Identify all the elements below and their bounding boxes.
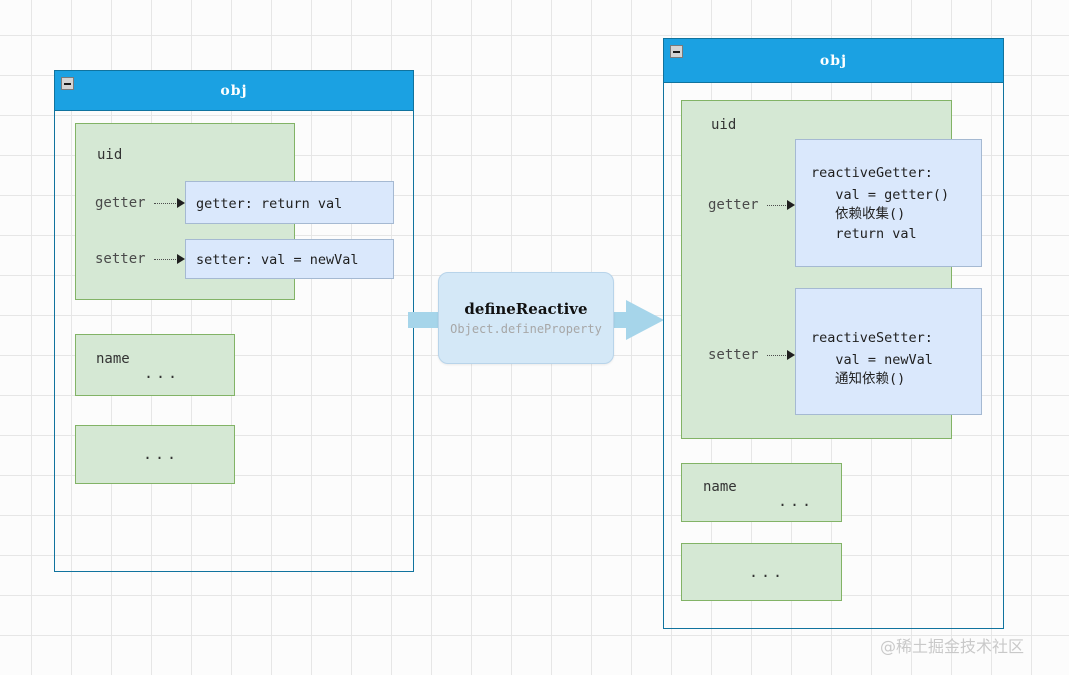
- left-getter-box: [185, 181, 394, 224]
- left-uid-label: uid: [97, 147, 123, 163]
- reactive-getter-line3: 依赖收集(): [835, 206, 906, 222]
- watermark: @稀土掘金技术社区: [880, 637, 1025, 656]
- left-setter-connector: [154, 259, 178, 260]
- right-name-box: [681, 463, 842, 522]
- left-setter-label: setter: [95, 251, 146, 267]
- minus-icon[interactable]: [61, 77, 74, 90]
- right-setter-arrowhead: [787, 350, 795, 360]
- right-panel-header: obj: [664, 39, 1003, 83]
- reactive-getter-line2: val = getter(): [811, 187, 950, 203]
- reactive-setter-line3: 通知依赖(): [835, 371, 906, 387]
- left-panel-title: obj: [220, 82, 248, 99]
- left-name-dots: ...: [144, 364, 181, 382]
- right-getter-label: getter: [708, 197, 759, 213]
- left-setter-box: [185, 239, 394, 279]
- right-obj-panel: obj: [663, 38, 1004, 629]
- left-getter-arrowhead: [177, 198, 185, 208]
- right-ellipsis-box: [681, 543, 842, 601]
- right-getter-connector: [767, 205, 788, 206]
- right-ellipsis-dots: ...: [749, 563, 786, 581]
- reactive-setter-line1: reactiveSetter:: [811, 330, 933, 346]
- right-panel-title: obj: [819, 52, 848, 69]
- right-getter-arrowhead: [787, 200, 795, 210]
- right-setter-connector: [767, 355, 788, 356]
- left-name-box: [75, 334, 235, 396]
- define-reactive-subtitle: Object.defineProperty: [450, 322, 602, 336]
- right-uid-label: uid: [711, 117, 737, 133]
- reactive-getter-line1: reactiveGetter:: [811, 165, 933, 181]
- right-name-label: name: [703, 479, 737, 495]
- left-ellipsis-box: [75, 425, 235, 484]
- left-obj-panel: obj: [54, 70, 414, 572]
- left-setter-arrowhead: [177, 254, 185, 264]
- left-setter-code: setter: val = newVal: [196, 252, 359, 268]
- left-getter-code: getter: return val: [196, 196, 343, 212]
- right-name-dots: ...: [778, 492, 815, 510]
- define-reactive-title: defineReactive: [464, 300, 588, 318]
- left-ellipsis-dots: ...: [143, 445, 180, 463]
- left-name-label: name: [96, 351, 130, 367]
- minus-icon[interactable]: [670, 45, 683, 58]
- reactive-getter-box: [795, 139, 982, 267]
- define-reactive-card: defineReactive Object.defineProperty: [438, 272, 614, 364]
- left-getter-label: getter: [95, 195, 146, 211]
- left-panel-header: obj: [55, 71, 413, 111]
- right-setter-label: setter: [708, 347, 759, 363]
- left-getter-connector: [154, 203, 178, 204]
- reactive-setter-box: [795, 288, 982, 415]
- reactive-setter-line2: val = newVal: [811, 352, 933, 368]
- reactive-getter-line4: return val: [811, 226, 917, 242]
